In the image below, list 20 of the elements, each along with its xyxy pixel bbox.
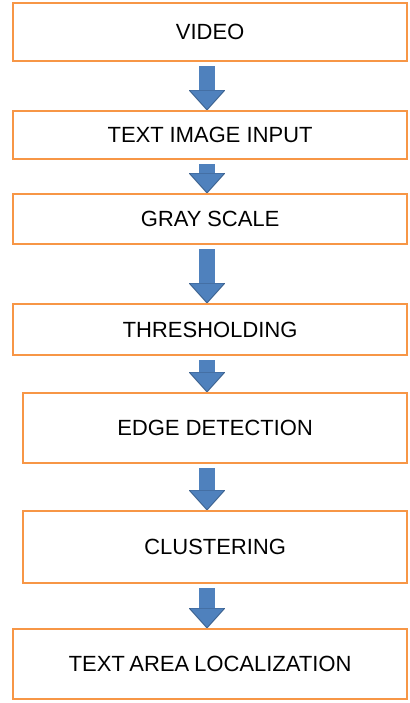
arrow — [188, 588, 226, 628]
step-label: TEXT IMAGE INPUT — [108, 122, 312, 148]
arrow — [188, 164, 226, 194]
step-label: EDGE DETECTION — [117, 415, 313, 441]
step-label: THRESHOLDING — [122, 316, 298, 342]
arrow — [188, 249, 226, 304]
arrow — [188, 468, 226, 510]
arrow — [188, 66, 226, 110]
process-box — [12, 628, 408, 700]
step-label: TEXT AREA LOCALIZATION — [68, 651, 352, 677]
process-box — [22, 392, 408, 464]
process-box — [12, 193, 408, 245]
process-box — [12, 2, 408, 62]
step-label: CLUSTERING — [144, 534, 286, 560]
step-label: GRAY SCALE — [140, 206, 280, 232]
process-box — [12, 303, 408, 356]
step-label: VIDEO — [176, 19, 244, 45]
process-box — [22, 510, 408, 584]
process-box — [12, 110, 408, 160]
arrow — [188, 360, 226, 392]
